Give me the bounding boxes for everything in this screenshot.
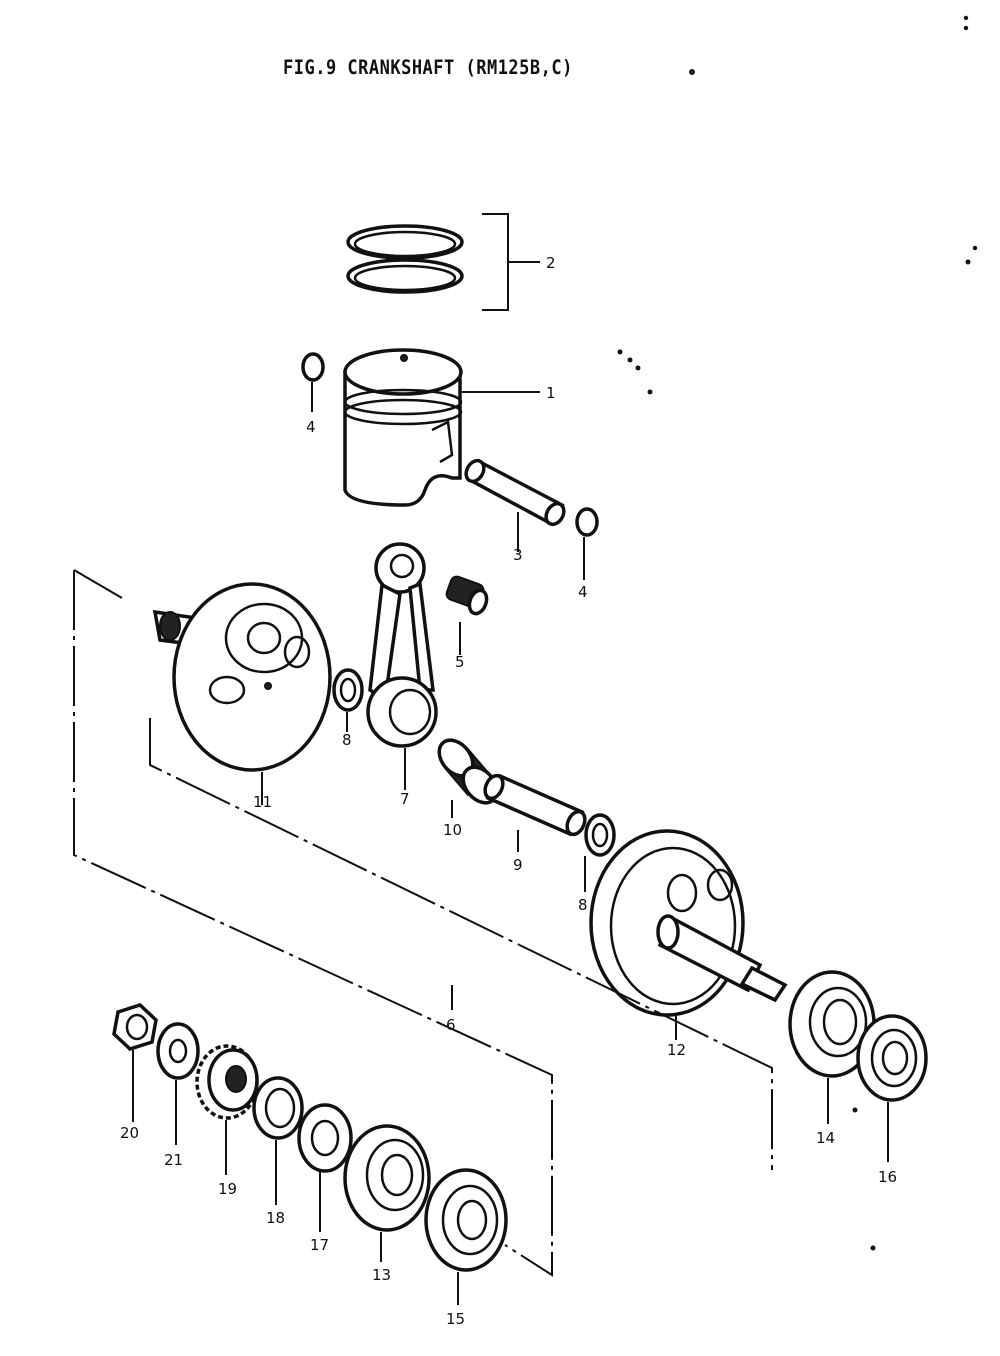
piston-pin (464, 458, 566, 552)
shim (297, 1103, 353, 1232)
callout-9: 9 (513, 856, 523, 874)
callout-14: 14 (816, 1129, 835, 1147)
big-end-bearing (437, 738, 499, 818)
callout-8-right: 8 (578, 896, 588, 914)
crankshaft-gear (195, 1044, 259, 1175)
callout-18: 18 (266, 1209, 285, 1227)
callout-19: 19 (218, 1180, 237, 1198)
scan-specks (617, 15, 978, 1251)
callout-17: 17 (310, 1236, 329, 1254)
oil-seal-left (424, 1168, 508, 1305)
piston (343, 348, 540, 507)
callout-labels: 1 2 3 4 4 5 6 7 8 8 9 10 11 12 13 14 15 … (120, 254, 897, 1328)
main-bearing-right (788, 970, 876, 1124)
callout-10: 10 (443, 821, 462, 839)
callout-1: 1 (546, 384, 556, 402)
callout-16: 16 (878, 1168, 897, 1186)
small-end-bearing (445, 575, 489, 655)
callout-4-left: 4 (306, 418, 316, 436)
callout-12: 12 (667, 1041, 686, 1059)
thrust-washer-right (584, 813, 616, 892)
piston-pin-circlip-left (301, 352, 325, 412)
callout-4-right: 4 (578, 583, 588, 601)
thrust-washer-left (332, 668, 364, 732)
callout-15: 15 (446, 1310, 465, 1328)
crank-pin (483, 773, 587, 852)
callout-11: 11 (253, 793, 272, 811)
crankshaft-assembly-brackets (73, 569, 773, 1277)
spacer (252, 1076, 304, 1205)
crankshaft-nut (112, 1003, 158, 1122)
piston-rings (346, 213, 540, 311)
callout-3: 3 (513, 546, 523, 564)
crankshaft-left-flywheel (152, 582, 332, 805)
callout-7: 7 (400, 790, 410, 808)
washer (156, 1022, 200, 1145)
main-bearing-left (343, 1124, 431, 1262)
connecting-rod (366, 542, 438, 790)
callout-13: 13 (372, 1266, 391, 1284)
figure-title: FIG.9 CRANKSHAFT (RM125B,C) (283, 56, 573, 80)
oil-seal-right (856, 1014, 928, 1162)
crankshaft-right-flywheel (589, 829, 788, 1040)
callout-8-left: 8 (342, 731, 352, 749)
callout-20: 20 (120, 1124, 139, 1142)
callout-6: 6 (446, 1016, 456, 1034)
callout-5: 5 (455, 653, 465, 671)
callout-21: 21 (164, 1151, 183, 1169)
piston-pin-circlip-right (575, 507, 599, 580)
callout-2: 2 (546, 254, 556, 272)
